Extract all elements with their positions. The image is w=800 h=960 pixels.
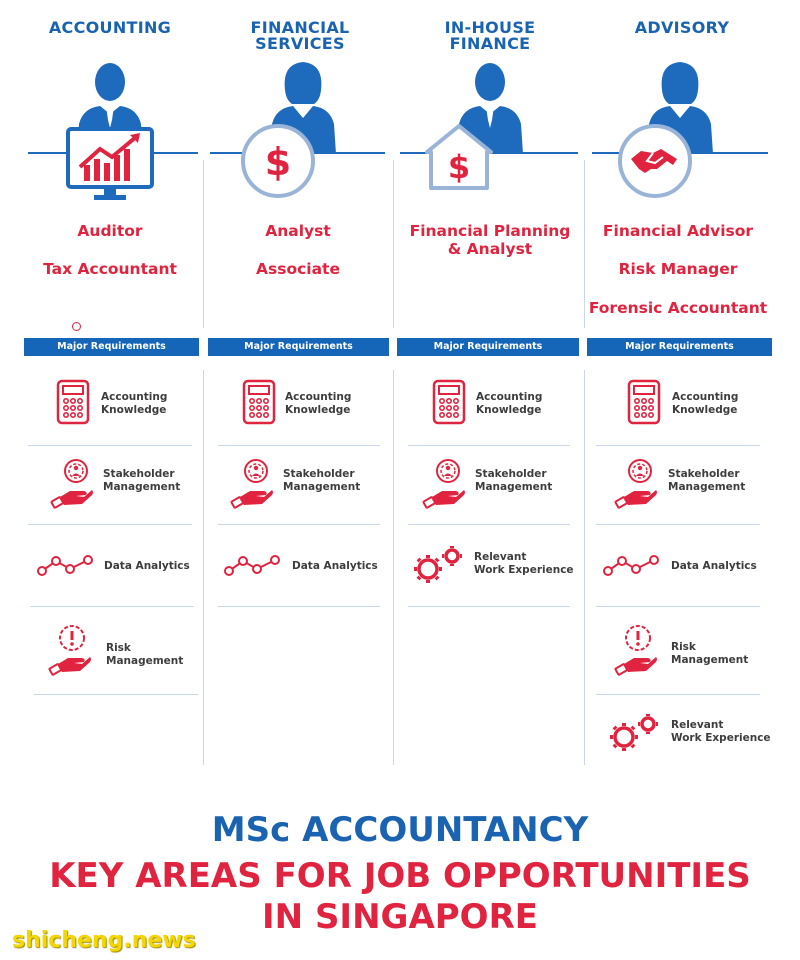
major-requirements-bar: Major Requirements [397, 338, 579, 356]
stakeholder-hand-icon [50, 459, 93, 509]
risk-hand-icon [614, 625, 657, 676]
column-title-financial-services: FINANCIAL SERVICES [250, 18, 350, 53]
role-associate: Associate [256, 260, 340, 278]
requirement-label: Risk Management [671, 641, 749, 666]
trend-chart-monitor-icon [66, 127, 154, 200]
requirement-label: Relevant Work Experience [474, 551, 574, 576]
svg-text:$: $ [265, 140, 291, 184]
handshake-icon [618, 124, 692, 198]
column-divider [203, 370, 204, 765]
requirement-label: Accounting Knowledge [672, 391, 739, 416]
requirement-label: Relevant Work Experience [671, 719, 771, 744]
row-divider [596, 445, 760, 446]
column-divider [393, 370, 394, 765]
row-divider [408, 524, 570, 525]
row-divider [28, 524, 192, 525]
dollar-coin-icon: $ [241, 124, 315, 198]
column-title-advisory: ADVISORY [634, 18, 730, 37]
requirement-label: Stakeholder Management [103, 468, 181, 493]
row-divider [596, 694, 760, 695]
column-divider [584, 370, 585, 765]
watermark: shicheng.news [12, 928, 196, 953]
row-divider [30, 606, 194, 607]
small-circle-icon [72, 322, 81, 331]
row-divider [596, 606, 760, 607]
svg-text:$: $ [448, 148, 470, 186]
major-requirements-bar: Major Requirements [587, 338, 772, 356]
gears-icon [414, 546, 462, 583]
row-divider [218, 445, 380, 446]
role-forensic-accountant: Forensic Accountant [588, 299, 768, 317]
requirement-label: Data Analytics [292, 560, 378, 572]
data-line-icon [37, 555, 93, 576]
calculator-icon [432, 379, 466, 425]
row-divider [28, 445, 192, 446]
stakeholder-hand-icon [230, 459, 273, 509]
data-line-icon [224, 555, 280, 576]
stakeholder-hand-icon [422, 459, 465, 509]
footer-title: MSc ACCOUNTANCY [211, 810, 589, 850]
row-divider [596, 524, 760, 525]
risk-hand-icon [48, 625, 91, 676]
calculator-icon [56, 379, 90, 425]
calculator-icon [242, 379, 276, 425]
dollar-house-icon: $ [425, 124, 493, 190]
role-analyst: Analyst [265, 222, 331, 240]
requirement-label: Accounting Knowledge [476, 391, 543, 416]
footer-subtitle: KEY AREAS FOR JOB OPPORTUNITIES [49, 856, 751, 896]
major-requirements-bar: Major Requirements [208, 338, 389, 356]
column-divider [393, 160, 394, 328]
role-risk-manager: Risk Manager [618, 260, 738, 278]
row-divider [218, 606, 380, 607]
data-line-icon [603, 555, 659, 576]
requirement-label: Data Analytics [104, 560, 190, 572]
row-divider [408, 606, 570, 607]
calculator-icon [627, 379, 661, 425]
major-requirements-bar: Major Requirements [24, 338, 199, 356]
requirement-label: Stakeholder Management [668, 468, 746, 493]
requirement-label: Stakeholder Management [475, 468, 553, 493]
role-tax-accountant: Tax Accountant [43, 260, 177, 278]
requirement-label: Accounting Knowledge [285, 391, 352, 416]
row-divider [34, 694, 198, 695]
role-financial-advisor: Financial Advisor [602, 222, 754, 240]
row-divider [218, 524, 380, 525]
requirement-label: Risk Management [106, 642, 184, 667]
column-title-accounting: ACCOUNTING [48, 18, 172, 37]
role-financial-planning-analyst: Financial Planning & Analyst [409, 222, 571, 258]
requirement-label: Stakeholder Management [283, 468, 361, 493]
column-divider [203, 160, 204, 328]
row-divider [408, 445, 570, 446]
requirement-label: Data Analytics [671, 560, 757, 572]
column-title-in-house-finance: IN-HOUSE FINANCE [444, 18, 536, 53]
stakeholder-hand-icon [614, 459, 657, 509]
gears-icon [610, 714, 658, 751]
column-divider [584, 160, 585, 328]
role-auditor: Auditor [77, 222, 143, 240]
footer-subtitle: IN SINGAPORE [262, 897, 538, 937]
requirement-label: Accounting Knowledge [101, 391, 168, 416]
